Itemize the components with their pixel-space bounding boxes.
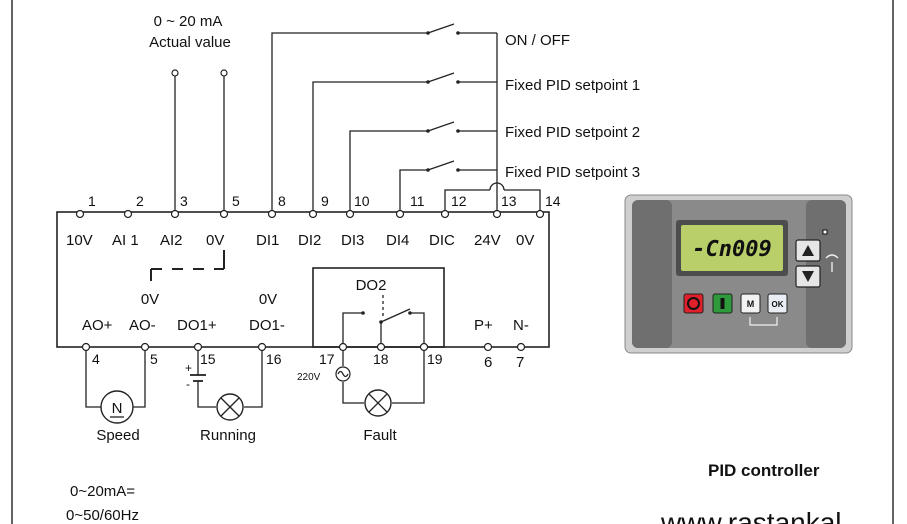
indicator-square-icon <box>822 229 828 235</box>
stop-button[interactable] <box>683 293 704 314</box>
diagram-caption: PID controller <box>708 461 820 480</box>
terminal-number-5: 5 <box>232 193 240 209</box>
do2-label: DO2 <box>356 277 387 294</box>
terminal-number-4: 4 <box>92 351 100 367</box>
lcd-readout: -Cn009 <box>692 237 771 262</box>
up-arrow-button[interactable] <box>795 239 821 262</box>
operator-panel: -Cn009 <box>624 194 853 354</box>
running-lamp-icon <box>216 393 244 421</box>
terminal-name-0v-b: 0V <box>516 232 534 249</box>
terminal-name-di1: DI1 <box>256 232 279 249</box>
do2-relay-contacts <box>342 295 425 347</box>
scale-note-line1: 0~20mA= <box>70 483 135 500</box>
watermark-text: www.rastankal <box>660 507 842 524</box>
p-plus-label: P+ <box>474 317 493 334</box>
relay-supply-label: 220V <box>297 372 321 383</box>
stop-icon <box>687 297 700 310</box>
terminal-number-14: 14 <box>545 193 561 209</box>
terminal-number-17: 17 <box>319 351 335 367</box>
switch-label-setpoint-3: Fixed PID setpoint 3 <box>505 164 640 181</box>
terminal-number-9: 9 <box>321 193 329 209</box>
terminal-name-24v: 24V <box>474 232 501 249</box>
up-arrow-icon <box>802 245 814 256</box>
running-lamp-wiring: + - <box>185 350 263 408</box>
terminal-number-11: 11 <box>410 193 425 209</box>
terminal-name-10v: 10V <box>66 232 93 249</box>
terminal-number-2: 2 <box>136 193 144 209</box>
manual-button-label: M <box>747 299 755 309</box>
down-arrow-icon <box>802 271 814 282</box>
terminal-name-0v: 0V <box>206 232 224 249</box>
terminal-block <box>56 211 550 348</box>
terminal-number-3: 3 <box>180 193 188 209</box>
running-label: Running <box>200 427 256 444</box>
manual-button[interactable]: M <box>740 293 761 314</box>
terminal-number-8: 8 <box>278 193 286 209</box>
terminal-number-19: 19 <box>427 351 443 367</box>
run-icon <box>720 298 725 309</box>
switch-label-on-off: ON / OFF <box>505 32 570 49</box>
terminal-name-ai1: AI 1 <box>112 232 139 249</box>
terminal-name-ai2: AI2 <box>160 232 183 249</box>
ao-minus-label: AO- <box>129 317 156 334</box>
switch-label-setpoint-1: Fixed PID setpoint 1 <box>505 77 640 94</box>
terminal-number-16: 16 <box>266 351 282 367</box>
svg-text:+: + <box>185 361 192 375</box>
terminal-number-5b: 5 <box>150 351 158 367</box>
do1-minus-label: DO1- <box>249 317 285 334</box>
scale-note-line2: 0~50/60Hz <box>66 507 139 524</box>
n-minus-label: N- <box>513 317 529 334</box>
terminal-number-6: 6 <box>484 354 492 371</box>
fault-lamp-icon <box>364 389 392 417</box>
actual-value-wiring <box>171 69 228 212</box>
operator-panel-right-cap <box>806 200 846 348</box>
terminal-number-7: 7 <box>516 354 524 371</box>
ac-source-icon <box>335 366 351 382</box>
svg-text:-: - <box>186 377 190 391</box>
fault-lamp-wiring <box>342 350 425 404</box>
do1-plus-label: DO1+ <box>177 317 217 334</box>
switch-label-setpoint-2: Fixed PID setpoint 2 <box>505 124 640 141</box>
operator-panel-left-cap <box>632 200 672 348</box>
terminal-name-di3: DI3 <box>341 232 364 249</box>
fault-label: Fault <box>363 427 397 444</box>
internal-dashed-link <box>150 250 225 281</box>
speed-meter-icon: N <box>100 390 134 424</box>
speed-meter-symbol: N <box>112 400 123 417</box>
terminal-number-1: 1 <box>88 193 96 209</box>
arrow-combo-icon <box>825 254 839 272</box>
actual-value-label: Actual value <box>149 34 231 51</box>
down-arrow-button[interactable] <box>795 265 821 288</box>
dic-jumper <box>444 182 541 212</box>
terminal-name-di2: DI2 <box>298 232 321 249</box>
speed-label: Speed <box>96 427 139 444</box>
lcd-screen <box>681 225 783 271</box>
terminal-number-12: 12 <box>451 193 467 209</box>
terminal-name-di4: DI4 <box>386 232 409 249</box>
speed-meter-wiring <box>85 350 146 408</box>
top-terminal-circles <box>75 209 545 219</box>
ao-0v-label: 0V <box>141 291 159 308</box>
digital-input-switches <box>271 23 498 212</box>
button-combo-bracket-icon <box>749 317 778 326</box>
terminal-number-18: 18 <box>373 351 389 367</box>
terminal-name-dic: DIC <box>429 232 455 249</box>
do1-0v-label: 0V <box>259 291 277 308</box>
ao-plus-label: AO+ <box>82 317 113 334</box>
terminal-number-10: 10 <box>354 193 370 209</box>
terminal-number-13: 13 <box>501 193 517 209</box>
ok-button-label: OK <box>772 300 784 309</box>
terminal-number-15: 15 <box>200 351 216 367</box>
ok-button[interactable]: OK <box>767 293 788 314</box>
actual-value-range: 0 ~ 20 mA <box>154 13 223 30</box>
run-button[interactable] <box>712 293 733 314</box>
